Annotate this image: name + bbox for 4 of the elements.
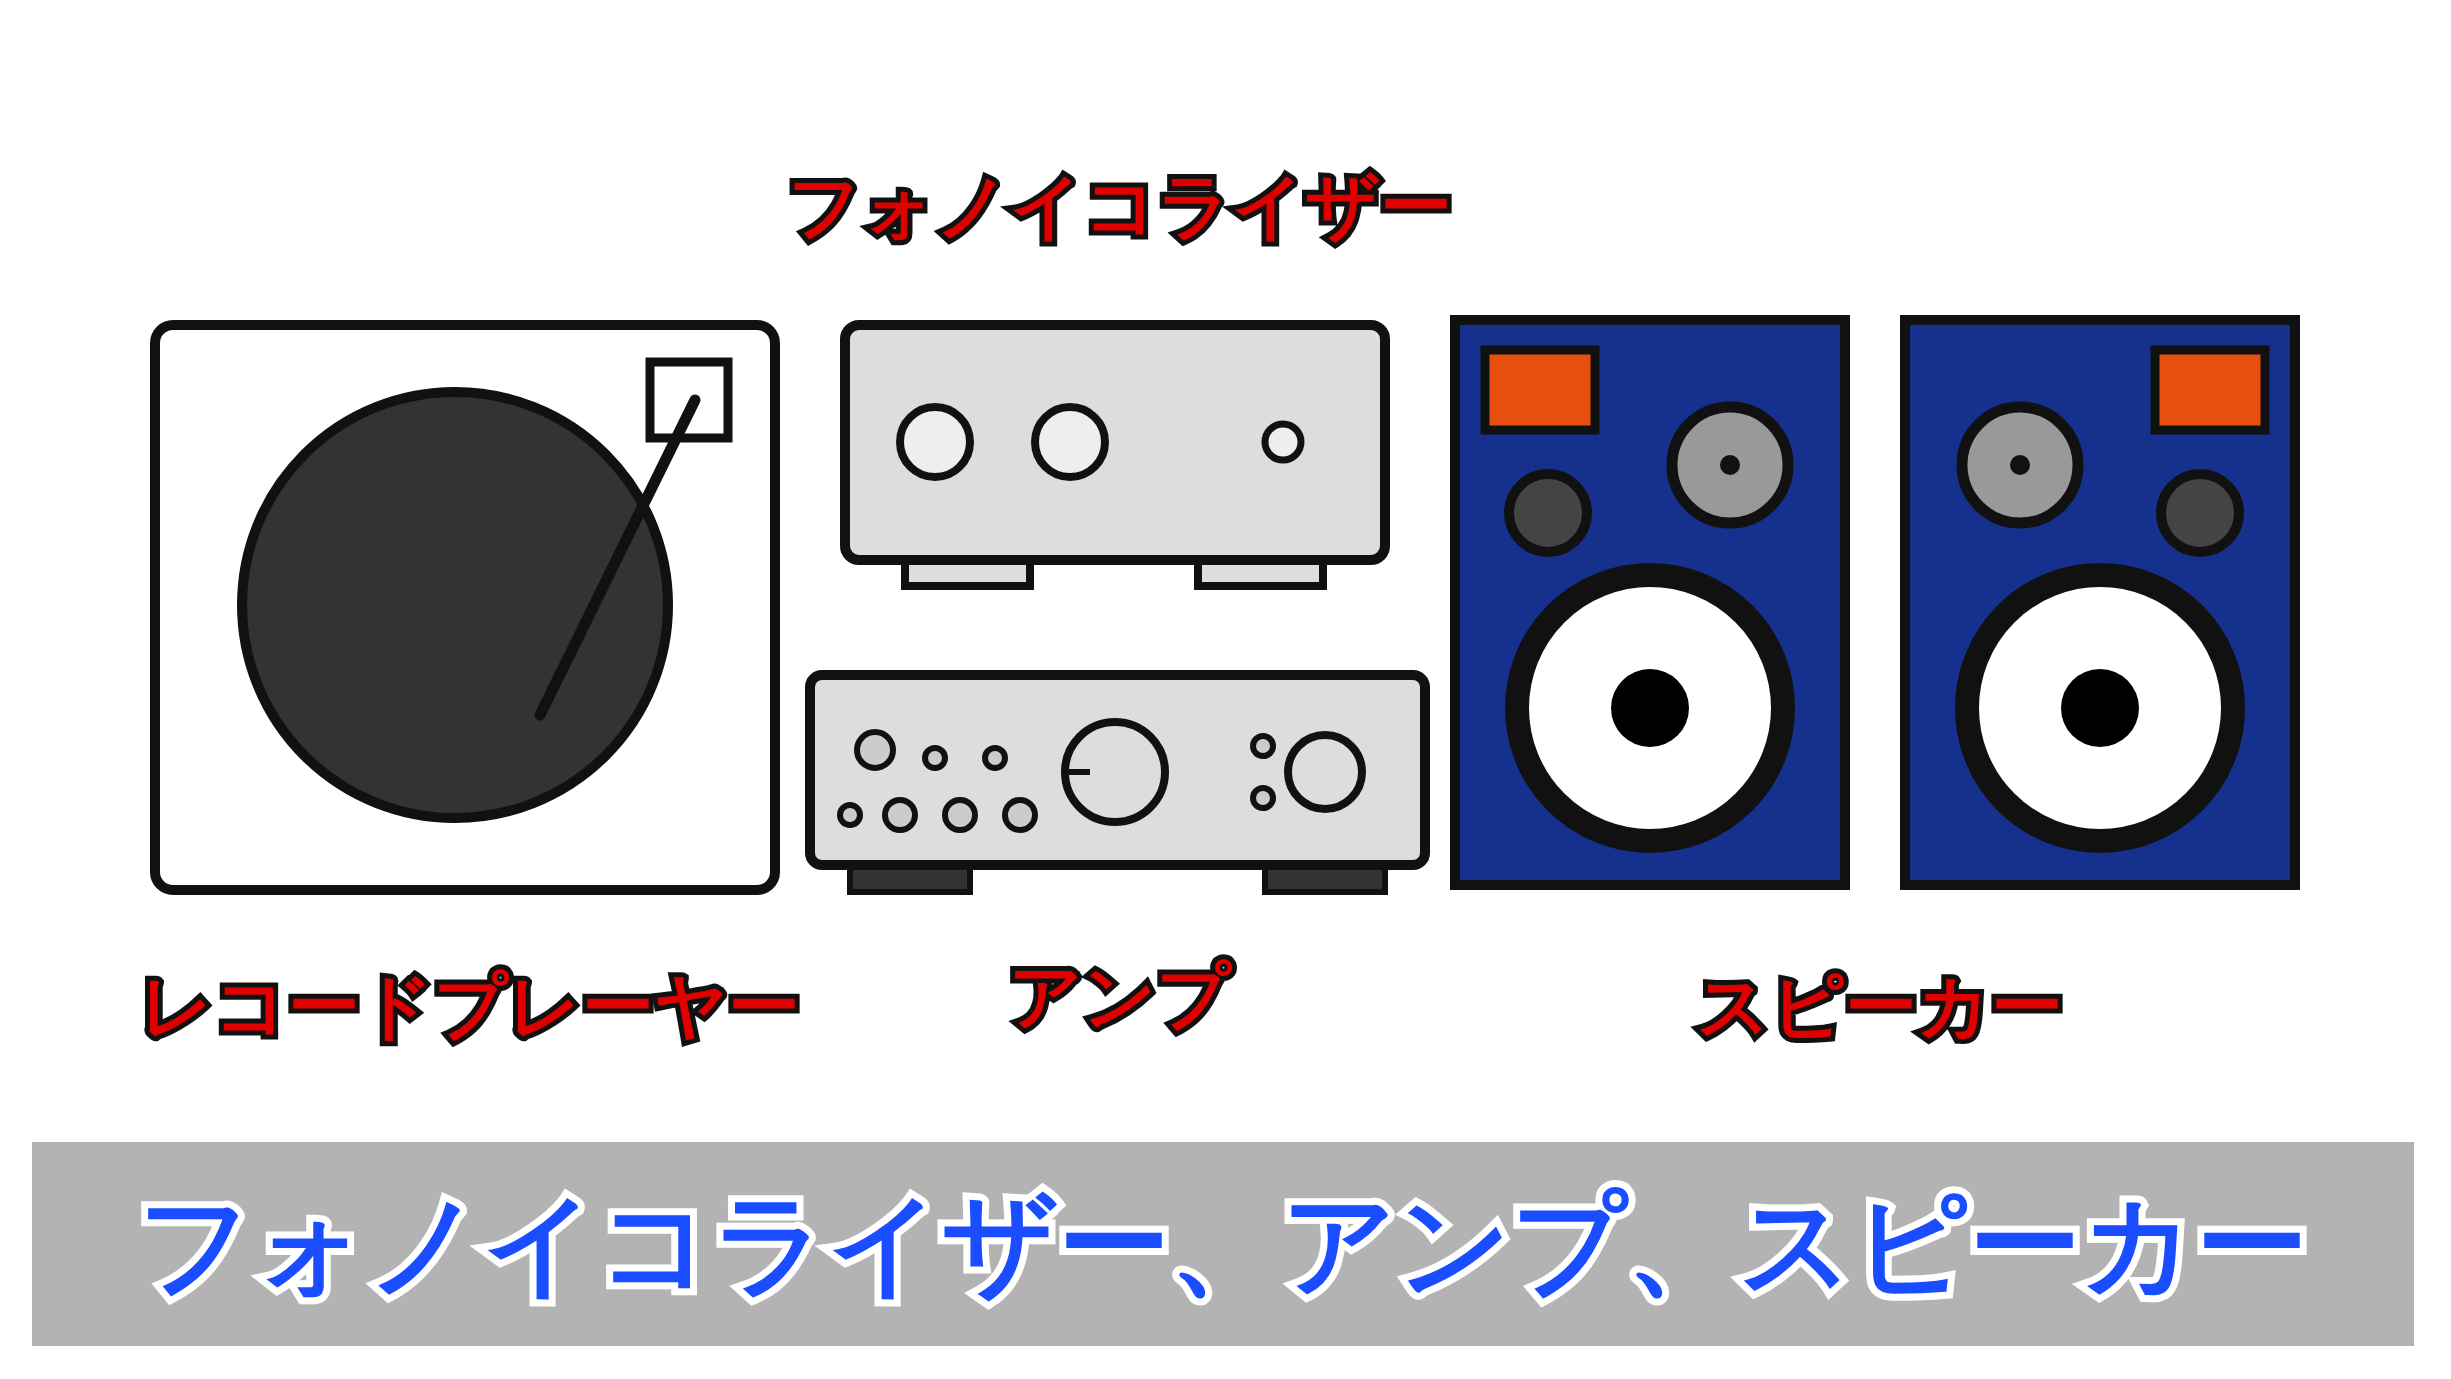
caption-text: フォノイコライザー、アンプ、スピーカー: [138, 1188, 2308, 1300]
device-label: フォノイコライザー: [788, 170, 1452, 242]
device-label: スピーカー: [1697, 970, 2063, 1042]
device-label: レコードプレーヤー: [140, 970, 800, 1042]
